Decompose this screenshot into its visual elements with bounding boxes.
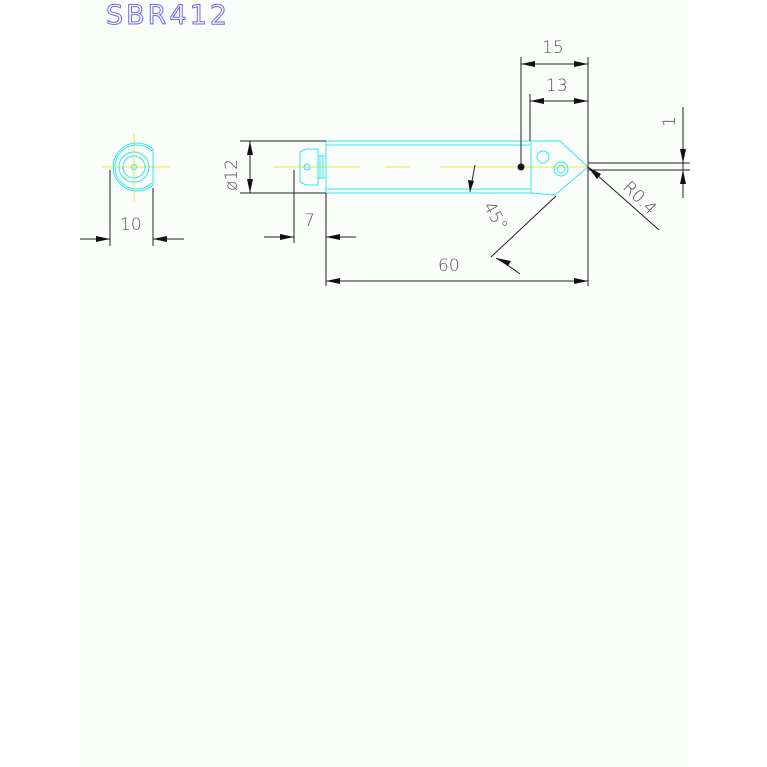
dim-13: 13 [546, 76, 568, 96]
dim-width: 10 [120, 215, 142, 235]
end-view: 10 [80, 134, 184, 246]
dim-diameter: ø12 [222, 159, 242, 191]
dim-length: 60 [438, 256, 460, 276]
reference-point [517, 163, 525, 171]
dim-height: 1 [660, 116, 680, 127]
dim-angle: 45° [479, 199, 511, 235]
dim-15: 15 [542, 38, 564, 58]
side-view: ø12 7 60 15 13 [222, 38, 690, 286]
part-title: SBR412 [106, 0, 230, 31]
dim-offset: 7 [304, 211, 315, 231]
drawing-sheet [80, 0, 688, 767]
